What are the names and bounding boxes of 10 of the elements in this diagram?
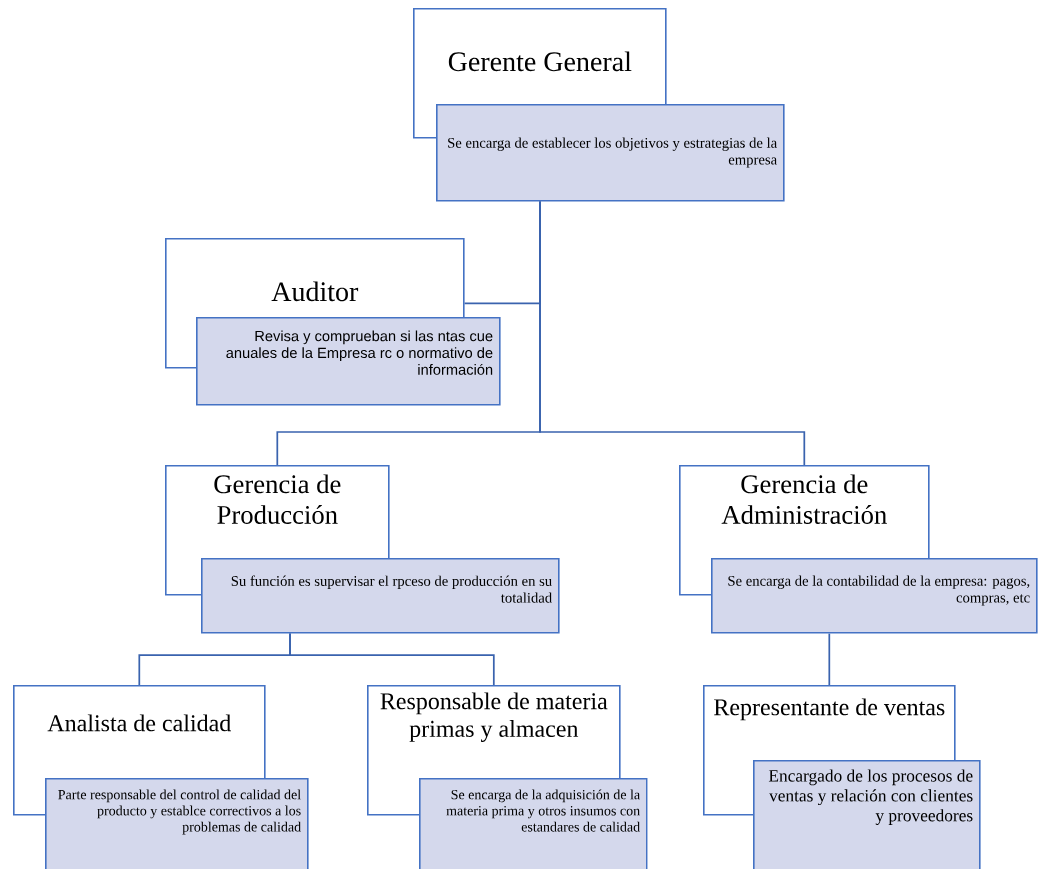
description-box: Se encarga de la contabilidad de la empresa: pagos, compras, etc	[711, 558, 1038, 634]
connector-line	[539, 200, 806, 466]
description-box: Se encarga de la adquisición de la materia prima y otros insumos con estandares de calidad	[419, 778, 648, 869]
description-box: Su función es supervisar el rpceso de producción en su totalidad	[201, 558, 560, 634]
description-box: Se encarga de establecer los objetivos y estrategias de la empresa	[436, 104, 785, 202]
description-box: Revisa y comprueban si las ntas cue anuales de la Empresa rc o normativo de información	[196, 317, 501, 406]
description-box: Encargado de los procesos de ventas y relación con clientes y proveedores	[753, 760, 981, 869]
description-box: Parte responsable del control de calidad del producto y establce correctivos a los problemas de calidad	[45, 778, 309, 869]
connector-line	[289, 632, 495, 686]
connector-line	[828, 632, 831, 686]
